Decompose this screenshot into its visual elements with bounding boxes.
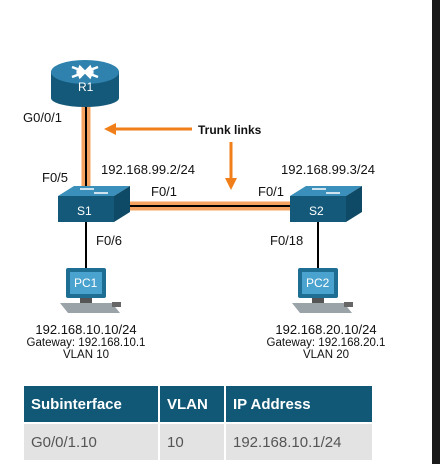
pc1-info: 192.168.10.10/24 Gateway: 192.168.10.1 V… — [6, 322, 166, 362]
header-ip-address: IP Address — [226, 386, 372, 424]
header-vlan: VLAN — [160, 386, 224, 424]
pc1-vlan: VLAN 10 — [62, 349, 110, 361]
arrow-head-down — [225, 178, 237, 190]
trunk-links-label: Trunk links — [198, 123, 262, 137]
port-s1-f0-5: F0/5 — [42, 170, 69, 185]
pc1-label: PC1 — [74, 276, 98, 290]
pc2-vlan: VLAN 20 — [302, 349, 350, 361]
subinterface-table: Subinterface VLAN IP Address G0/0/1.10 1… — [22, 386, 374, 460]
trunk-arrows — [104, 123, 237, 190]
port-s1-f0-1: F0/1 — [151, 184, 178, 199]
arrow-head-left — [104, 123, 116, 135]
pc2-label: PC2 — [306, 276, 330, 290]
pc2-gateway: Gateway: 192.168.20.1 — [266, 337, 386, 349]
cell-vlan: 10 — [160, 424, 224, 460]
table-header-row: Subinterface VLAN IP Address — [24, 386, 372, 424]
pc1-icon[interactable] — [60, 268, 121, 313]
links — [81, 95, 319, 270]
pc2-info: 192.168.20.10/24 Gateway: 192.168.20.1 V… — [246, 322, 406, 362]
header-subinterface: Subinterface — [24, 386, 158, 424]
pc2-ip: 192.168.20.10/24 — [275, 322, 377, 337]
s1-ip: 192.168.99.2/24 — [101, 162, 195, 177]
pc1-gateway: Gateway: 192.168.10.1 — [26, 337, 146, 349]
table-row: G0/0/1.10 10 192.168.10.1/24 — [24, 424, 372, 460]
port-r1-g0-0-1: G0/0/1 — [23, 110, 63, 125]
pc1-ip: 192.168.10.10/24 — [35, 322, 137, 337]
port-s2-f0-1: F0/1 — [258, 184, 285, 199]
network-diagram — [51, 60, 362, 313]
window-edge — [432, 0, 440, 464]
pc2-icon[interactable] — [292, 268, 353, 313]
router-label: R1 — [78, 80, 94, 94]
cell-ip-address: 192.168.10.1/24 — [226, 424, 372, 460]
switch-s2-icon[interactable] — [290, 186, 362, 222]
switch-s1-label: S1 — [77, 204, 92, 218]
switch-s2-label: S2 — [309, 204, 324, 218]
port-s2-f0-18: F0/18 — [270, 233, 304, 248]
port-s1-f0-6: F0/6 — [96, 233, 123, 248]
router-icon[interactable] — [51, 60, 119, 107]
switch-s1-icon[interactable] — [58, 186, 130, 222]
cell-subinterface: G0/0/1.10 — [24, 424, 158, 460]
s2-ip: 192.168.99.3/24 — [281, 162, 375, 177]
